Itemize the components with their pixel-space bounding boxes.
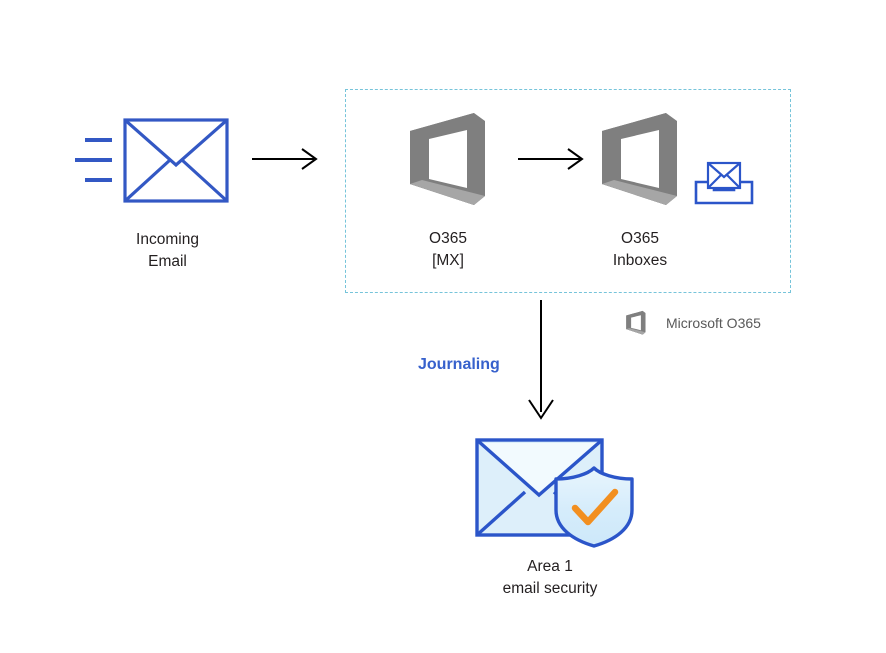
- office-365-icon: [410, 113, 485, 205]
- office-365-icon: [626, 310, 646, 335]
- envelope-motion-icon: [75, 118, 229, 203]
- legend-microsoft-o365: Microsoft O365: [618, 303, 761, 343]
- node-area1-email-security: Area 1 email security: [455, 432, 645, 602]
- envelope-icon: [123, 118, 229, 203]
- secure-email-shield-icon: [475, 438, 634, 548]
- inbox-tray-icon: [694, 161, 754, 205]
- motion-lines-icon: [75, 138, 112, 182]
- legend-microsoft-o365-label: Microsoft O365: [666, 315, 761, 331]
- o365-mx-line1: O365: [429, 230, 467, 247]
- connector-inboxes-to-area1: [528, 300, 554, 420]
- incoming-email-line2: Email: [148, 253, 187, 270]
- o365-mx-line2: [MX]: [432, 252, 464, 269]
- microsoft-o365-boundary-zone: [345, 89, 791, 293]
- o365-inboxes-line1: O365: [621, 230, 659, 247]
- node-area1-label: Area 1 email security: [455, 556, 645, 600]
- node-o365-mx: O365 [MX]: [378, 108, 518, 269]
- area1-line1: Area 1: [527, 558, 573, 575]
- connector-incoming-to-mx: [252, 148, 318, 170]
- incoming-email-line1: Incoming: [136, 231, 199, 248]
- o365-inboxes-line2: Inboxes: [612, 252, 668, 269]
- office-365-icon: [602, 113, 677, 205]
- area1-line2: email security: [502, 580, 598, 597]
- connector-journaling-label: Journaling: [418, 356, 500, 373]
- node-o365-mx-label: O365 [MX]: [378, 228, 518, 272]
- connector-mx-to-inboxes: [518, 148, 584, 170]
- shield-check-icon: [554, 466, 634, 548]
